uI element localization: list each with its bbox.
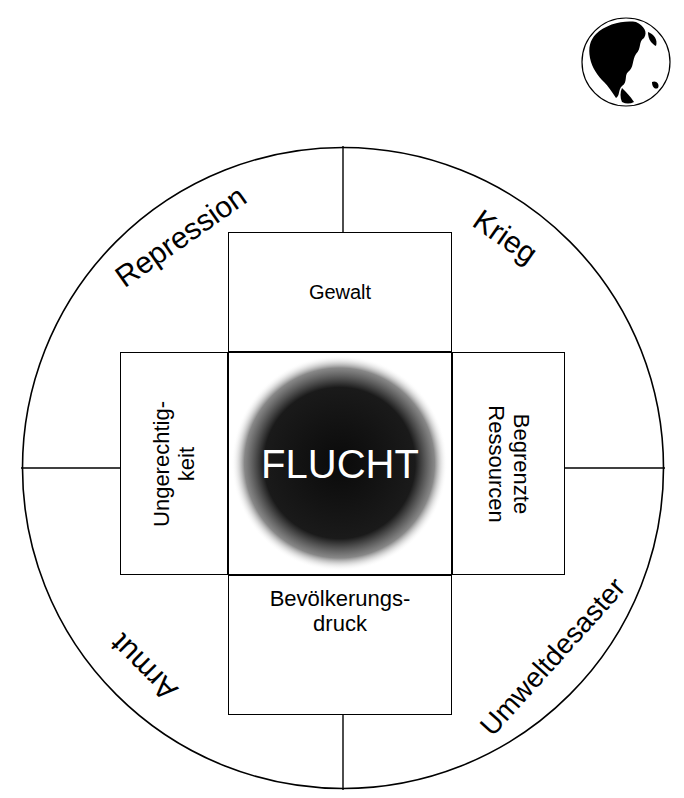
- divider-line: [21, 467, 120, 468]
- cause-box: Bevölkerungs- druck: [228, 575, 452, 715]
- cause-box: Begrenzte Ressourcen: [452, 352, 565, 575]
- cause-label: Gewalt: [309, 281, 371, 304]
- divider-line: [342, 715, 343, 790]
- cause-label: Bevölkerungs- druck: [270, 586, 411, 637]
- divider-line: [342, 146, 343, 232]
- center-label: FLUCHT: [261, 441, 419, 487]
- quadrant-label: Umweltdesaster: [473, 571, 631, 742]
- cause-label: Begrenzte Ressourcen: [483, 405, 534, 522]
- quadrant-label: Krieg: [466, 203, 543, 271]
- outer-circle: Repression KriegArmut Umweltdesaster Gewalt…: [21, 146, 665, 790]
- cause-box: Gewalt: [228, 232, 452, 352]
- quadrant-label: Armut: [103, 627, 184, 708]
- quadrant-label: Repression: [109, 179, 253, 294]
- divider-line: [565, 467, 665, 468]
- center-box: FLUCHT: [228, 352, 452, 575]
- cause-box: Ungerechtig- keit: [120, 352, 228, 575]
- cause-label: Ungerechtig- keit: [149, 401, 200, 527]
